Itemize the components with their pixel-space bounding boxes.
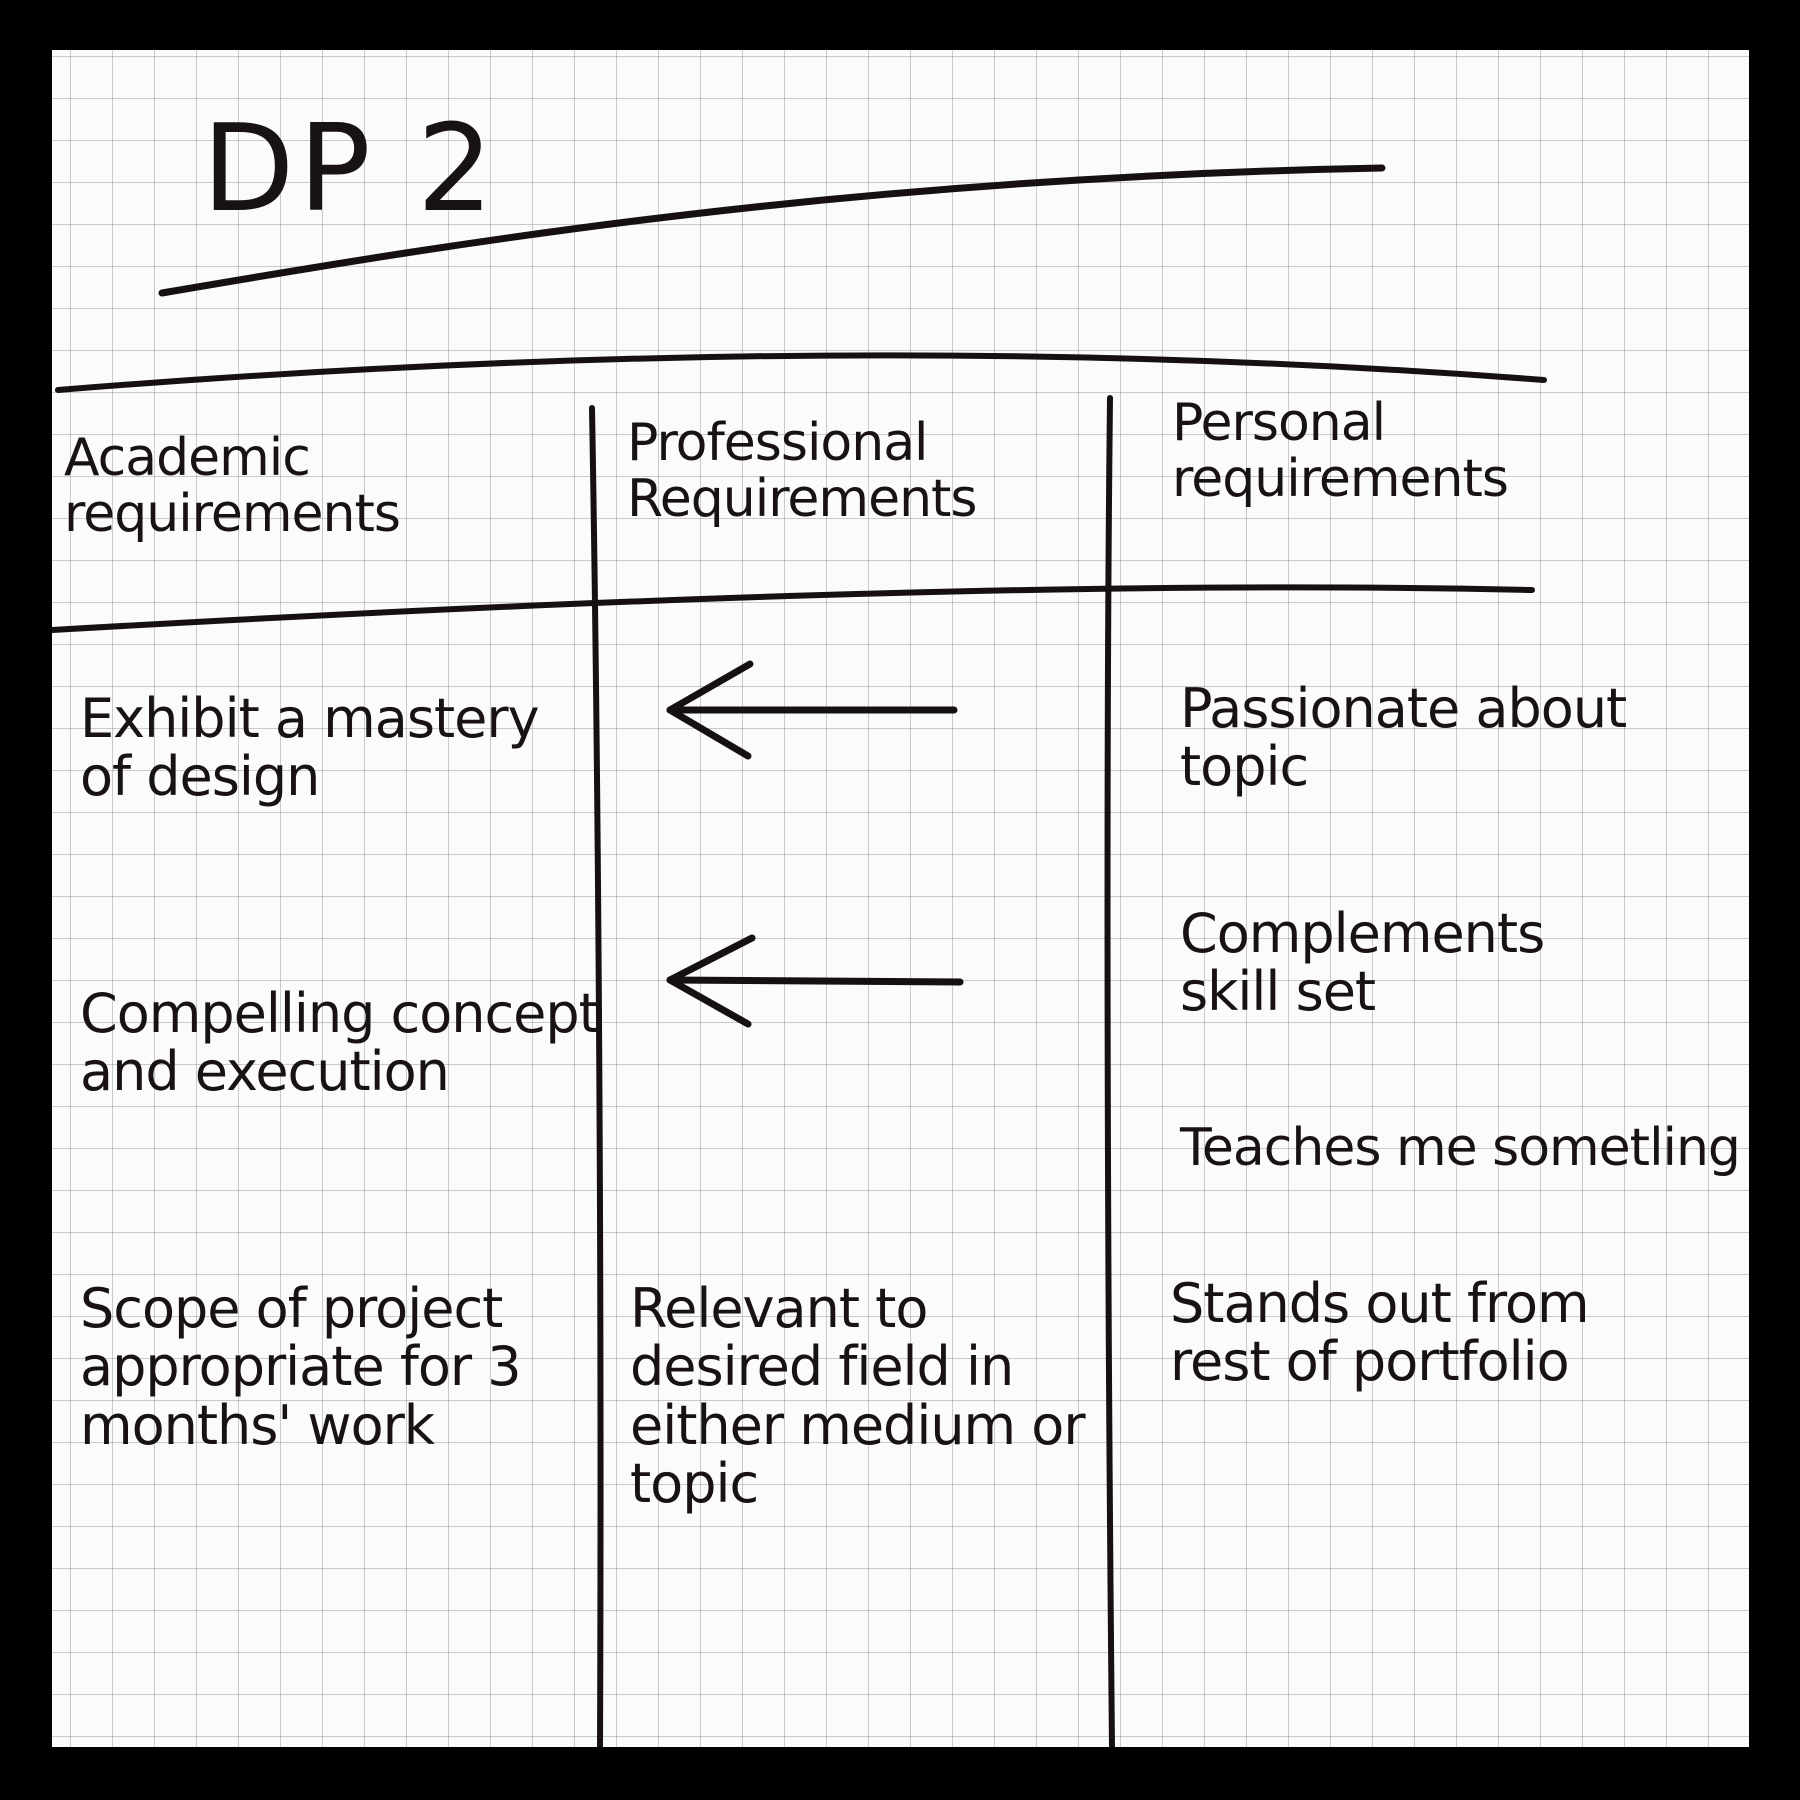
left-arrow-icon	[666, 934, 964, 1028]
table-top-line	[55, 352, 1547, 393]
hand-drawn-lines	[52, 164, 1547, 1747]
academic-item: Scope of project appropriate for 3 month…	[80, 1277, 522, 1457]
column-header-personal: Personal requirements	[1172, 393, 1509, 510]
title-underline	[158, 164, 1386, 297]
graph-paper-sheet: DP 2 Academic requirements Professional …	[52, 50, 1749, 1747]
column-header-professional: Professional Requirements	[627, 413, 978, 530]
column-header-academic: Academic requirements	[64, 428, 401, 545]
left-arrow-icon	[666, 660, 958, 760]
academic-item: Exhibit a mastery of design	[80, 687, 540, 809]
column-divider-2	[1104, 395, 1115, 1747]
personal-item: Stands out from rest of portfolio	[1170, 1272, 1590, 1394]
page-title: DP 2	[202, 100, 498, 239]
personal-item: Complements skill set	[1180, 902, 1545, 1024]
professional-item: Relevant to desired field in either medi…	[630, 1277, 1086, 1515]
header-separator-line	[52, 584, 1535, 633]
column-divider-1	[589, 405, 604, 1747]
academic-item: Compelling concept and execution	[80, 982, 600, 1104]
personal-item: Passionate about topic	[1180, 677, 1627, 799]
personal-item: Teaches me sometling	[1180, 1118, 1741, 1178]
